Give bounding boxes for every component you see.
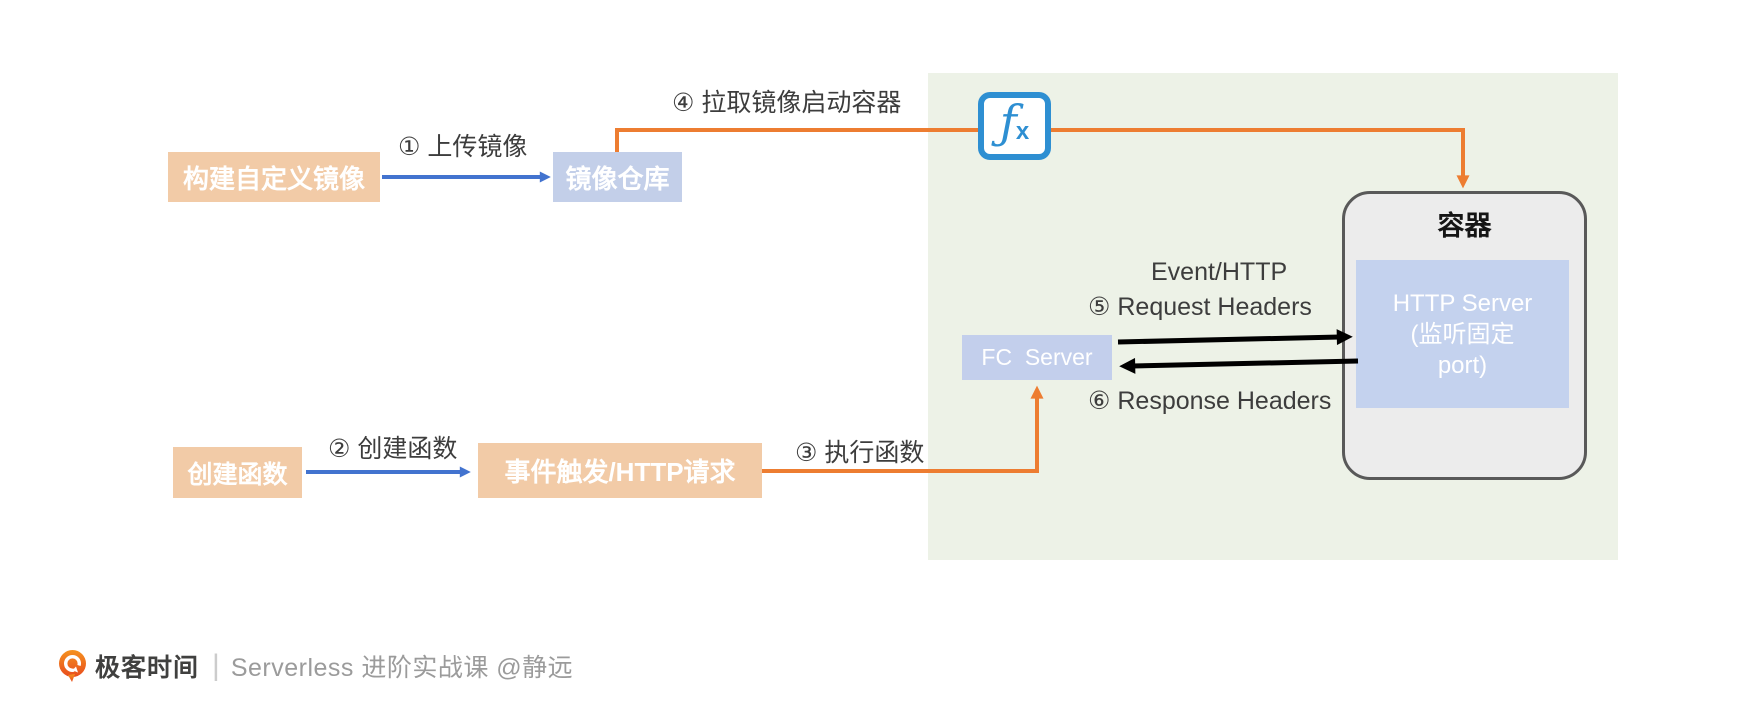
node-build-custom-image: 构建自定义镜像 [168, 152, 380, 202]
node-create-function: 创建函数 [173, 447, 302, 498]
footer-brand: 极客时间 [95, 654, 200, 682]
footer: 极客时间 | Serverless 进阶实战课 @静远 [57, 648, 573, 684]
http-server-line2: (监听固定 [1410, 320, 1515, 348]
label-step6-response-headers: ⑥ Response Headers [1088, 387, 1332, 415]
node-container: 容器 HTTP Server (监听固定 port) [1342, 191, 1587, 480]
label-event-http: Event/HTTP [1151, 258, 1288, 286]
fx-icon-x: x [1015, 118, 1030, 145]
node-image-repository: 镜像仓库 [553, 152, 682, 202]
container-title: 容器 [1437, 211, 1492, 241]
geektime-logo-icon [59, 650, 86, 682]
label-step3-execute-function: ③ 执行函数 [795, 439, 925, 467]
node-fc-server: FC Server [962, 335, 1112, 380]
http-server-line3: port) [1437, 351, 1488, 379]
label-step5-request-headers: ⑤ Request Headers [1088, 293, 1312, 321]
label-step2-create-function: ② 创建函数 [328, 435, 458, 463]
function-compute-fx-icon: ƒ x [978, 92, 1051, 160]
fx-icon-f: ƒ [999, 95, 1017, 149]
label-step4-pull-image: ④ 拉取镜像启动容器 [672, 89, 902, 117]
label-step1-upload-image: ① 上传镜像 [398, 133, 528, 161]
footer-divider: | [212, 649, 220, 682]
footer-course-title: Serverless 进阶实战课 @静远 [230, 654, 574, 682]
node-event-trigger-http-request: 事件触发/HTTP请求 [478, 443, 762, 498]
node-http-server: HTTP Server (监听固定 port) [1356, 260, 1569, 408]
http-server-line1: HTTP Server [1392, 289, 1533, 317]
